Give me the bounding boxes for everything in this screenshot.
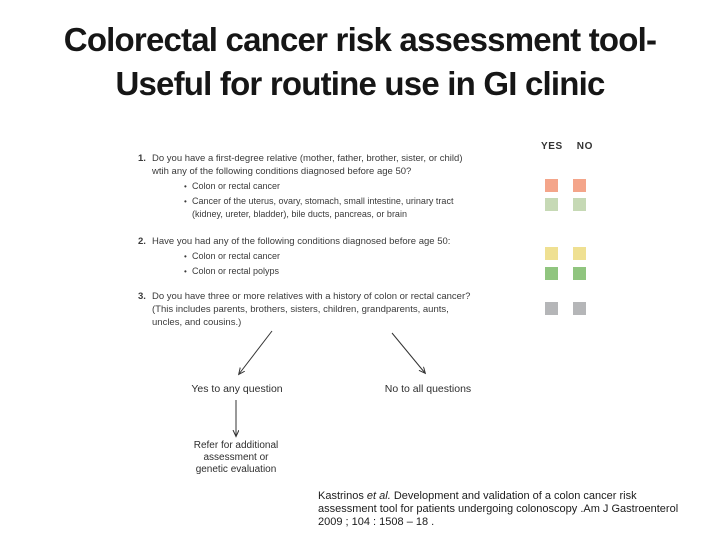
answer-square-q2-row1-yes [545,247,558,260]
citation-etal: et al. [366,490,391,502]
no-column-label: NO [576,141,593,152]
bullet-icon: • [184,182,187,191]
citation: Kastrinos et al. Development and validat… [318,490,718,529]
question-1-bullet-2-line-2: (kidney, ureter, bladder), bile ducts, p… [192,209,407,219]
refer-line-2: assessment or [203,452,269,463]
question-1-bullet-2-line-1: Cancer of the uterus, ovary, stomach, sm… [192,196,454,206]
yes-no-header: YES NO [541,141,593,152]
answer-square-q3-yes [545,302,558,315]
citation-author: Kastrinos [318,490,367,502]
citation-line-2: assessment tool for patients undergoing … [318,503,679,515]
citation-line-1: Kastrinos et al. Development and validat… [318,490,718,503]
question-2-number: 2. [138,236,146,247]
answer-square-q1-row1-no [573,179,586,192]
question-2-bullet-2: Colon or rectal polyps [192,266,280,276]
arrow-yes-branch [239,330,273,374]
bullet-icon: • [184,197,187,206]
slide-title-line-2: Useful for routine use in GI clinic [115,65,605,102]
slide-title: Colorectal cancer risk assessment tool- … [0,18,720,106]
question-1-bullet-1: Colon or rectal cancer [192,181,281,191]
slide-title-line-1: Colorectal cancer risk assessment tool- [63,21,657,58]
refer-recommendation: Refer for additional assessment or genet… [171,440,301,476]
outcome-label-no: No to all questions [384,383,472,395]
question-3-line-3: uncles, and cousins.) [152,317,242,328]
question-1-line-2: wtih any of the following conditions dia… [152,166,412,177]
question-2-line-1: Have you had any of the following condit… [152,236,451,247]
question-1-line-1: Do you have a first-degree relative (mot… [152,153,463,164]
bullet-icon: • [184,267,187,276]
answer-square-q1-row1-yes [545,179,558,192]
refer-line-1: Refer for additional [193,440,279,451]
question-3-line-2: (This includes parents, brothers, sister… [152,304,449,315]
question-2-bullet-1: Colon or rectal cancer [192,251,281,261]
answer-square-q1-row2-no [573,198,586,211]
question-1-number: 1. [138,153,146,164]
outcome-label-yes: Yes to any question [191,383,283,395]
refer-line-3: genetic evaluation [195,464,277,475]
question-3-line-1: Do you have three or more relatives with… [152,291,471,302]
answer-square-q2-row2-no [573,267,586,280]
answer-square-q2-row2-yes [545,267,558,280]
answer-square-q2-row1-no [573,247,586,260]
citation-line-3: 2009 ; 104 : 1508 – 18 . [318,516,435,528]
citation-title-part: Development and validation of a colon ca… [390,490,637,502]
question-3-number: 3. [138,291,146,302]
answer-square-q3-no [573,302,586,315]
yes-column-label: YES [541,141,563,152]
bullet-icon: • [184,252,187,261]
arrow-no-branch [391,332,425,373]
answer-square-q1-row2-yes [545,198,558,211]
